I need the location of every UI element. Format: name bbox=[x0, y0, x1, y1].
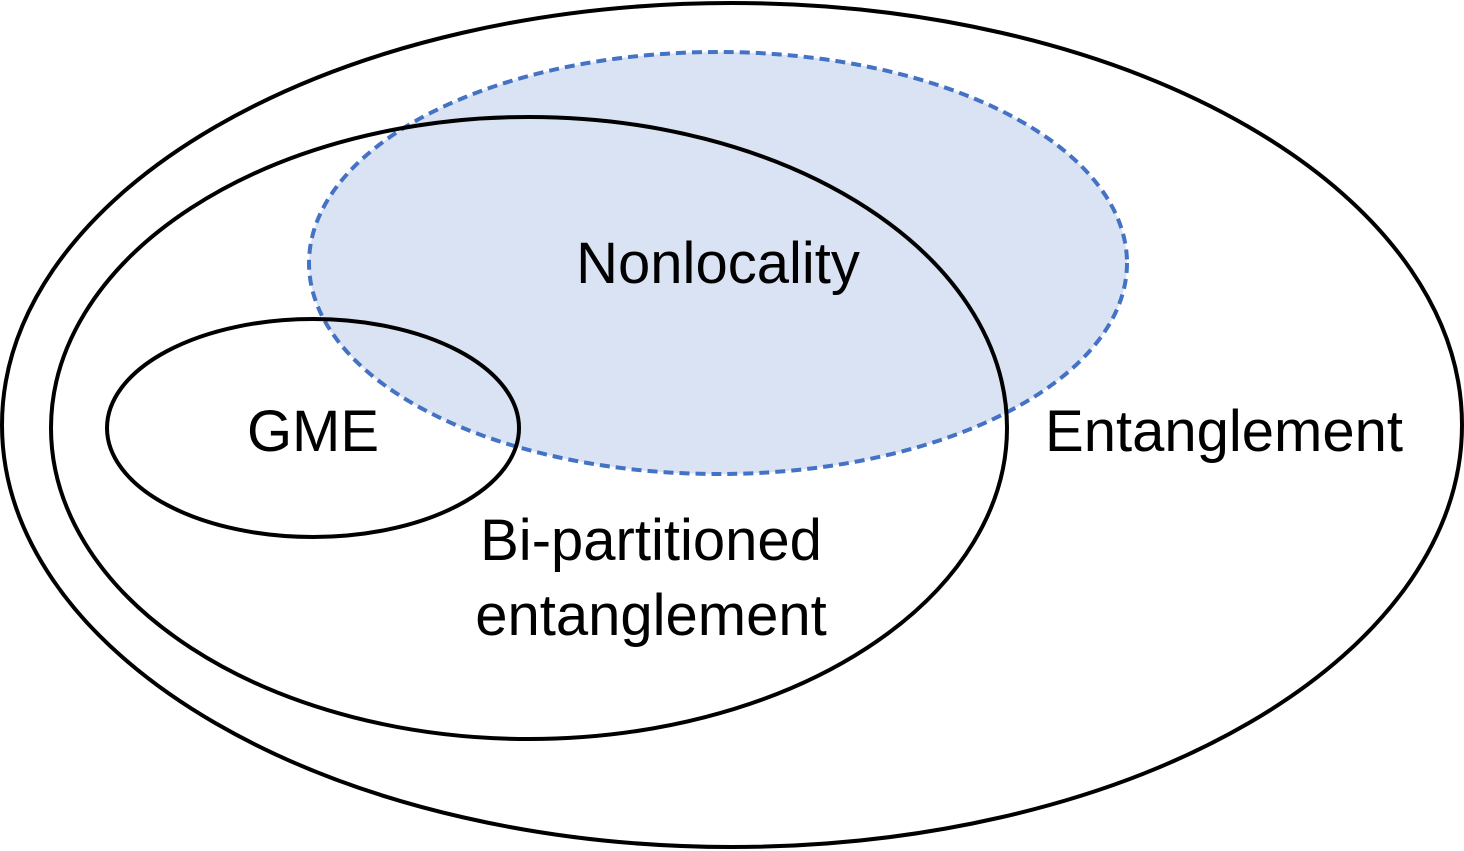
bipartitioned-label-line2: entanglement bbox=[475, 583, 826, 648]
bipartitioned-label-line1: Bi-partitioned bbox=[480, 508, 822, 573]
bipartitioned-entanglement-set bbox=[49, 115, 1009, 741]
nonlocality-set bbox=[307, 50, 1129, 476]
nonlocality-label: Nonlocality bbox=[576, 231, 860, 296]
gme-label: GME bbox=[247, 399, 379, 464]
entanglement-label: Entanglement bbox=[1045, 399, 1403, 464]
gme-set bbox=[105, 317, 521, 539]
